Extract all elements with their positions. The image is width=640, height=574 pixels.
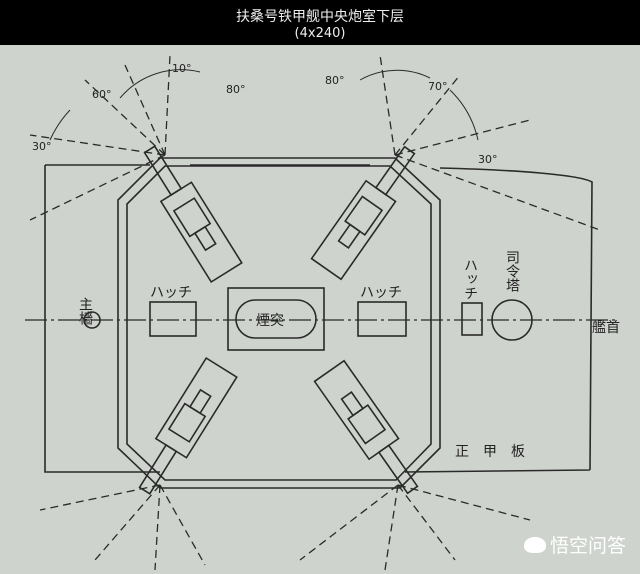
gun-bottom-left xyxy=(138,356,238,495)
citadel-inner xyxy=(126,165,432,481)
bow-label: 艦首 xyxy=(592,320,620,336)
hatch-1 xyxy=(149,301,197,337)
angle-label: 30° xyxy=(478,153,498,166)
funnel xyxy=(235,299,317,339)
subtitle: (4x240) xyxy=(294,26,346,41)
angle-label: 80° xyxy=(226,83,246,96)
angle-label: 10° xyxy=(172,62,192,75)
hatch-label: ハッチ xyxy=(360,285,402,301)
title-bar: 扶桑号铁甲舰中央炮室下层 (4x240) xyxy=(0,0,640,45)
angle-label: 80° xyxy=(325,74,345,87)
watermark: 悟空问答 xyxy=(523,531,626,558)
angle-label: 60° xyxy=(92,88,112,101)
conning-tower-label: 司令塔 xyxy=(504,250,520,292)
gun-top-right xyxy=(310,145,416,281)
funnel-label: 煙突 xyxy=(256,313,284,329)
title: 扶桑号铁甲舰中央炮室下层 xyxy=(236,9,404,25)
battery-deck-diagram: 10° 60° 80° 30° 80° 70° 30° 主檣 ハッチ ハッチ ハ… xyxy=(25,54,620,571)
firing-arcs xyxy=(29,54,601,571)
wukong-logo-icon xyxy=(523,536,546,553)
hatch-3 xyxy=(461,302,483,336)
hatch-2 xyxy=(357,301,407,337)
watermark-text: 悟空问答 xyxy=(549,535,626,557)
hatch-label-vertical: ハッチ xyxy=(462,258,478,300)
funnel-casing xyxy=(227,287,325,351)
angle-label: 70° xyxy=(428,80,448,93)
gun-bottom-right xyxy=(313,359,419,495)
main-mast-label: 主檣 xyxy=(77,297,93,326)
hatch-label: ハッチ xyxy=(150,285,192,301)
main-mast xyxy=(83,311,101,329)
gun-top-left xyxy=(143,145,243,284)
deck-outline xyxy=(44,164,593,473)
angle-label: 30° xyxy=(32,140,52,153)
main-deck-label: 正甲板 xyxy=(455,444,539,460)
conning-tower xyxy=(491,299,533,341)
